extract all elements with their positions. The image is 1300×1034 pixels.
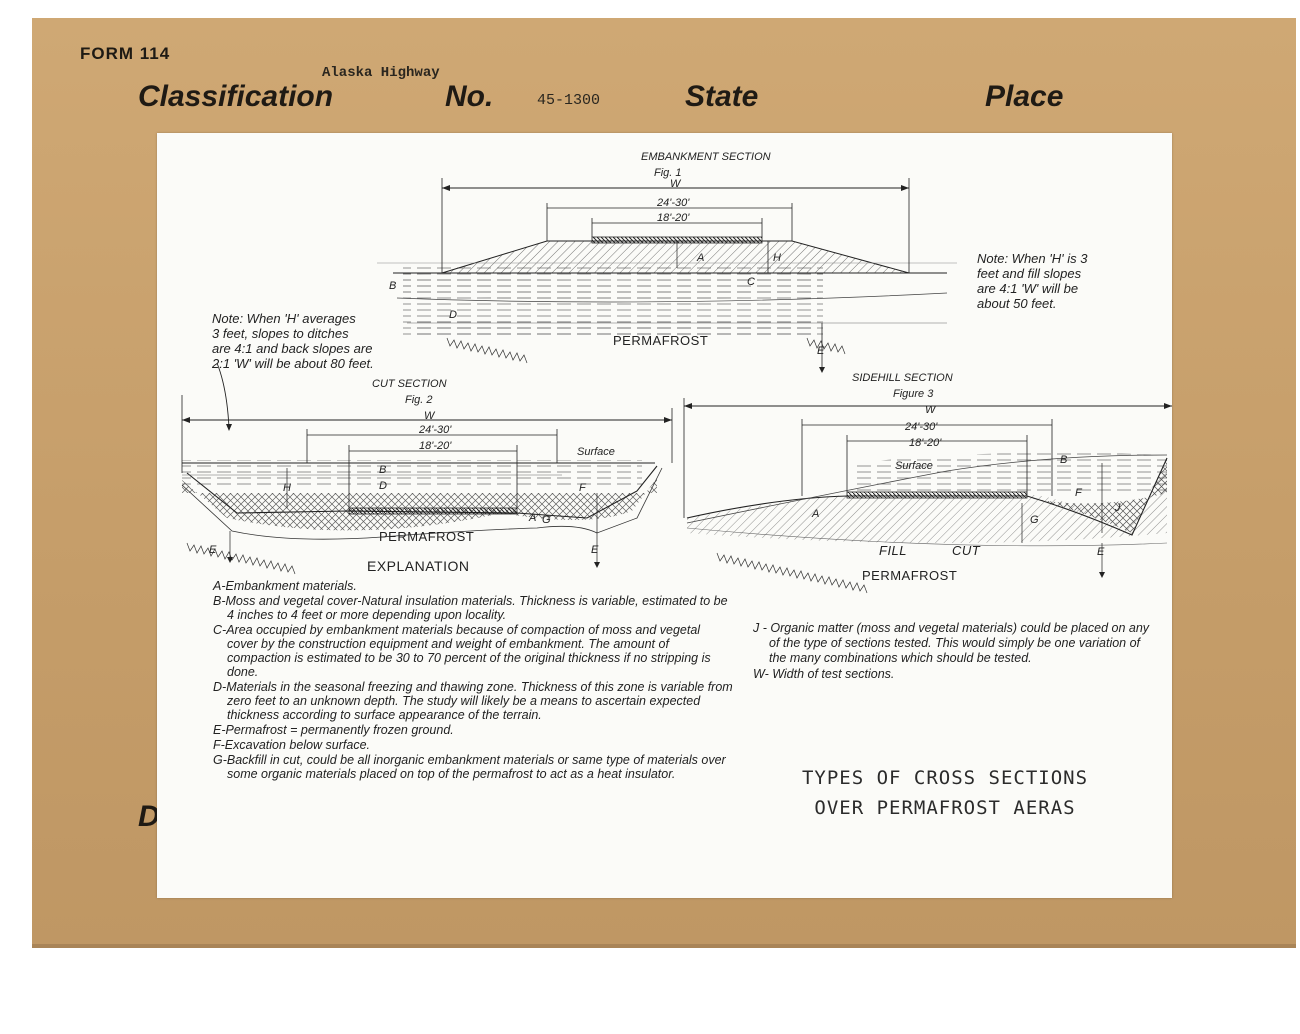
fig1-title: EMBANKMENT SECTION [641,151,771,163]
fig2-surface: Surface [577,446,615,458]
number-label: No. [445,80,494,113]
fig1-letter-h: H [773,252,781,264]
fig2-dim-outer: 24'-30' [418,424,452,436]
fig3-dim-outer: 24'-30' [904,421,938,433]
fig1-letter-a: A [696,252,704,264]
embankment-note: Note: When 'H' is 3 feet and fill slopes… [977,251,1088,311]
fig1-letter-b: B [389,280,396,292]
sidehill-section: SIDEHILL SECTION Figure 3 W 24'-30' 18'-… [683,372,1172,594]
explanation-item-f: F-Excavation below surface. [213,738,371,752]
fig2-dim-inner: 18'-20' [419,440,452,452]
fig1-dim-outer: 24'-30' [656,197,690,209]
fig2-number: Fig. 2 [405,394,433,406]
fig3-dim-inner: 18'-20' [909,437,942,449]
classification-label: Classification [138,80,334,113]
fig3-surface: Surface [895,460,933,472]
folder-edge [32,944,1296,948]
explanation-item-b: B-Moss and vegetal cover-Natural insulat… [213,594,728,622]
fig1-permafrost: PERMAFROST [613,333,708,348]
form-number: FORM 114 [80,44,171,63]
stamp-line-1: TYPES OF CROSS SECTIONS [801,767,1089,789]
explanation-item-w: W- Width of test sections. [753,667,895,681]
fig2-letter-d: D [379,480,387,492]
stamp-line-2: OVER PERMAFROST AERAS [814,797,1076,819]
explanation-item-g: G-Backfill in cut, could be all inorgani… [213,753,726,781]
fig3-letter-b: B [1060,454,1067,466]
fig3-letter-j: J [1114,502,1121,514]
fig3-letter-a: A [811,508,819,520]
fig3-number: Figure 3 [893,388,934,400]
fig2-letter-g: G [542,514,551,526]
fig2-letter-h: H [283,482,291,494]
cut-section-note: Note: When 'H' averages 3 feet, slopes t… [212,311,374,371]
fig2-title: CUT SECTION [372,378,447,390]
explanation-item-a: A-Embankment materials. [213,579,357,593]
explanation-item-j: J - Organic matter (moss and vegetal mat… [753,621,1150,665]
fig1-letter-d: D [449,309,457,321]
cross-section-drawings: EMBANKMENT SECTION Fig. 1 W 24'-30' 18'-… [181,151,1172,594]
explanation-list: A-Embankment materials. B-Moss and veget… [213,579,733,782]
fig3-letter-f: F [1075,487,1083,499]
fig3-title: SIDEHILL SECTION [852,372,953,384]
fig1-letter-e: E [817,345,825,357]
fig1-letter-c: C [747,276,755,288]
title-stamp: TYPES OF CROSS SECTIONS OVER PERMAFROST … [775,763,1115,823]
cut-section: CUT SECTION Fig. 2 W 24'-30' 18'-20' Sur… [181,362,673,575]
fig3-letter-e: E [1097,546,1105,558]
explanation-item-d: D-Materials in the seasonal freezing and… [213,680,733,722]
fig1-dim-inner: 18'-20' [657,212,690,224]
fig2-permafrost: PERMAFROST [379,529,474,544]
fig2-letter-f: F [579,482,587,494]
fig3-letter-g: G [1030,514,1039,526]
fig2-w: W [424,410,436,422]
explanation-item-e: E-Permafrost = permanently frozen ground… [213,723,454,737]
state-label: State [685,80,759,113]
embankment-section: EMBANKMENT SECTION Fig. 1 W 24'-30' 18'-… [377,151,957,373]
explanation-list-right: J - Organic matter (moss and vegetal mat… [753,621,1153,683]
fig3-w: W [925,404,937,416]
photo-print: EMBANKMENT SECTION Fig. 1 W 24'-30' 18'-… [157,133,1172,898]
explanation-item-c: C-Area occupied by embankment materials … [213,623,711,679]
fig3-cut: CUT [952,543,981,558]
fig2-letter-b: B [379,464,386,476]
fig1-w: W [670,178,682,190]
fig3-permafrost: PERMAFROST [862,568,957,583]
fig2-letter-e-right: E [591,544,599,556]
fig1-number: Fig. 1 [654,167,682,179]
fig2-letter-e-left: E [209,544,217,556]
place-label: Place [985,80,1064,113]
number-value: 45-1300 [537,92,601,109]
fig3-fill: FILL [879,543,907,558]
classification-value: Alaska Highway [322,65,440,81]
fig2-letter-a: A [528,512,536,524]
explanation-heading: EXPLANATION [367,558,470,574]
